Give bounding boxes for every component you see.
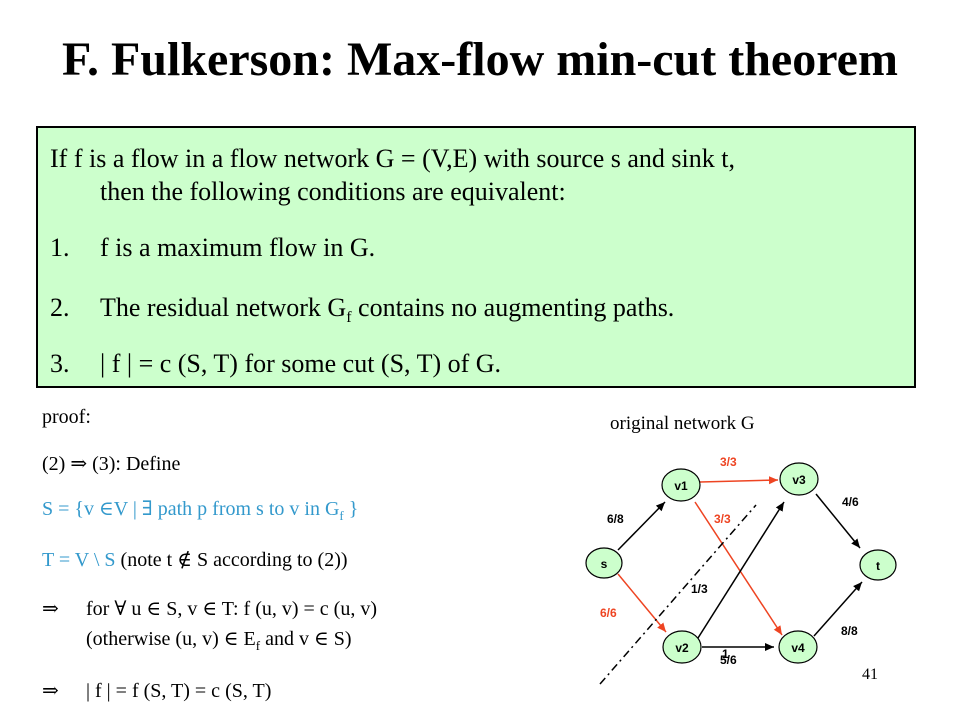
edge-label-v3-t: 4/6 [842,495,859,509]
node-v4: v4 [778,630,818,664]
residual-subscript: f [255,638,261,653]
theorem-intro-line2: then the following conditions are equiva… [100,177,566,206]
edge-v1-v4 [694,501,783,636]
edge-label-v4-t: 8/8 [841,624,858,638]
theorem-intro: If f is a flow in a flow network G = (V,… [50,142,910,208]
edge-label-v2-v4-overlap: 1 [722,647,729,661]
set-s-definition: S = {v ∈V | ∃ path p from s to v in G [42,498,340,520]
proof-line-1: (2) ⇒ (3): Define [42,453,181,475]
theorem-intro-line1: If f is a flow in a flow network G = (V,… [50,144,736,173]
node-t-label: t [876,559,880,573]
set-t-note: (note t ∉ S according to (2)) [115,549,348,571]
proof-line-2: S = {v ∈V | ∃ path p from s to v in Gf } [42,496,358,529]
node-v3-label: v3 [792,473,806,487]
edge-v3-t [815,493,861,549]
flow-network-diagram: original network G s v1 v2 v3 [560,400,960,720]
theorem-condition-3: 3. | f | = c (S, T) for some cut (S, T) o… [50,348,910,380]
theorem-box: If f is a flow in a flow network G = (V,… [36,126,916,388]
flow-network-svg: original network G s v1 v2 v3 [585,413,897,685]
proof-line-4: ⇒ for ∀ u ∈ S, v ∈ T: f (u, v) = c (u, v) [42,596,377,622]
edge-v1-v3 [699,476,779,485]
set-s-close: } [343,498,359,520]
node-t: t [859,549,897,581]
edge-label-v1-v4: 3/3 [714,512,731,526]
proof-conclusion: | f | = f (S, T) = c (S, T) [86,680,272,702]
node-s-label: s [601,557,608,571]
proof-otherwise: (otherwise (u, v) ∈ E [86,628,256,650]
edge-v2-v3 [697,501,785,639]
condition-text: | f | = c (S, T) for some cut (S, T) of … [100,349,502,378]
proof-line-3: T = V \ S (note t ∉ S according to (2)) [42,547,348,573]
proof-line-6: ⇒ | f | = f (S, T) = c (S, T) [42,678,271,704]
theorem-condition-1: 1. f is a maximum flow in G. [50,232,910,264]
set-s-subscript: f [339,508,344,523]
condition-number: 3. [50,349,70,378]
page-number: 41 [862,666,878,683]
node-v2-label: v2 [675,641,689,655]
edge-label-v2-v4: 5/6 [720,653,737,667]
node-v3: v3 [779,462,819,496]
edge-s-v1 [617,501,666,551]
proof-statement: for ∀ u ∈ S, v ∈ T: f (u, v) = c (u, v) [86,598,377,620]
edge-v4-t [813,581,863,637]
proof-otherwise-end: and v ∈ S) [260,628,352,650]
theorem-condition-2: 2. The residual network Gf contains no au… [50,292,910,334]
implies-arrow: ⇒ [42,680,59,702]
proof-heading: proof: [42,406,91,428]
set-t-definition: T = V \ S [42,549,116,571]
condition-text: The residual network G [100,293,347,322]
edge-s-v2 [617,573,667,633]
slide-title: F. Fulkerson: Max-flow min-cut theorem [62,33,898,86]
condition-subscript: f [346,309,352,327]
edge-label-s-v1: 6/8 [607,512,624,526]
condition-number: 2. [50,293,70,322]
condition-text-after: contains no augmenting paths. [351,293,675,322]
diagram-caption: original network G [610,413,755,434]
condition-number: 1. [50,233,70,262]
node-v1-label: v1 [674,479,688,493]
edge-label-v2-v3: 1/3 [691,582,708,596]
min-cut-line [599,504,757,685]
proof-line-5: (otherwise (u, v) ∈ Ef and v ∈ S) [86,626,352,659]
implies-arrow: ⇒ [42,598,59,620]
edge-label-s-v2: 6/6 [600,606,617,620]
condition-text: f is a maximum flow in G. [100,233,376,262]
node-v1: v1 [661,468,701,502]
node-s: s [585,547,623,579]
node-v2: v2 [662,630,702,664]
edge-label-v1-v3: 3/3 [720,455,737,469]
node-v4-label: v4 [791,641,805,655]
